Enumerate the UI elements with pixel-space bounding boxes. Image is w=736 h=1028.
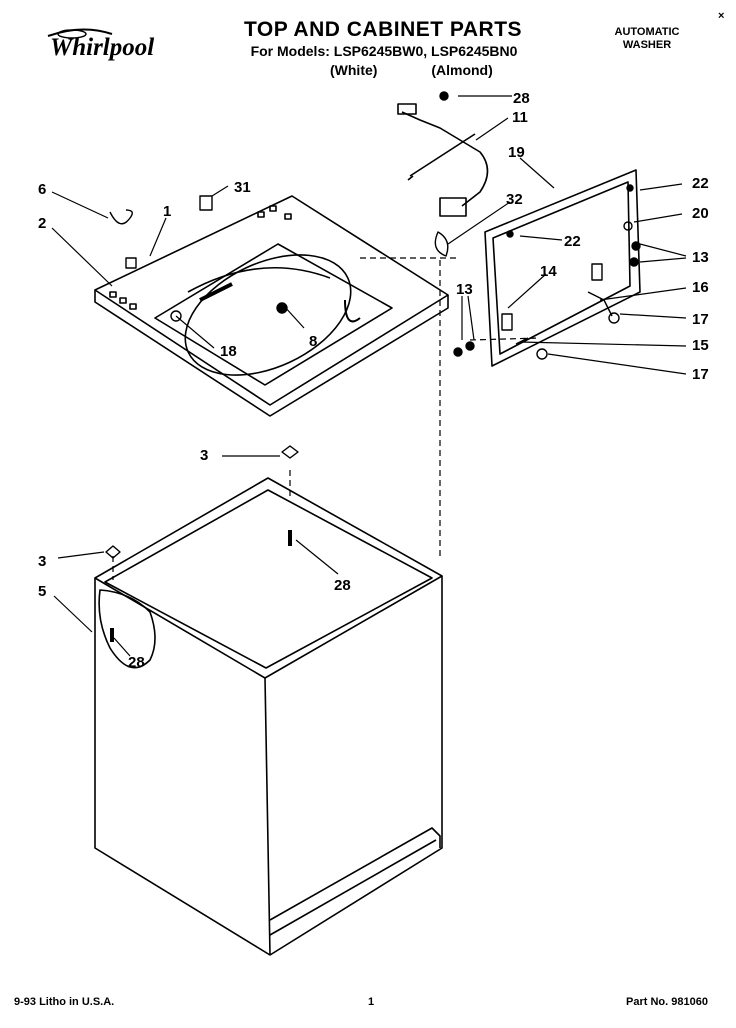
product-line-1: AUTOMATIC [614,26,680,38]
small-parts [105,91,641,642]
callout-1: 1 [163,203,171,220]
part-22b [626,184,634,192]
callout-16: 16 [692,279,709,296]
product-type: AUTOMATIC WASHER [592,26,702,52]
part-3-upper [281,445,299,459]
callout-13-right: 13 [692,249,709,266]
callout-11: 11 [512,109,528,126]
whirlpool-logo: Whirlpool [47,28,154,62]
part-14b [501,313,513,331]
color-white: (White) [330,62,378,78]
callout-28-mid: 28 [334,577,351,594]
callout-3-upper: 3 [200,447,208,464]
color-almond: (Almond) [431,62,493,78]
product-line-2: WASHER [622,39,672,51]
footer-part-number: Part No. 981060 [626,996,708,1008]
callout-31: 31 [234,179,251,196]
part-14 [591,263,603,281]
part-20 [623,221,633,231]
part-hinge-32 [434,231,449,257]
part-switch-1 [125,257,137,269]
callout-28-top: 28 [513,90,530,107]
callout-28-lower: 28 [128,654,145,671]
part-18 [170,310,182,322]
corner-mark: × [718,10,725,22]
part-clip-6 [109,209,133,225]
logo-swoosh [47,28,113,39]
callout-17-lower: 17 [692,366,709,383]
footer-litho: 9-93 Litho in U.S.A. [14,996,115,1008]
callout-labels: 6 31 1 2 8 18 28 11 19 32 22 22 20 13 14… [38,90,709,671]
callout-13-left: 13 [456,281,473,298]
callout-14: 14 [540,263,557,280]
callout-3-lower: 3 [38,553,46,570]
callout-5: 5 [38,583,46,600]
washer-top-panel [94,195,449,417]
callout-17-upper: 17 [692,311,709,328]
part-13a [631,241,641,251]
callout-32: 32 [506,191,523,208]
part-22 [506,230,514,238]
footer-page-number: 1 [368,996,375,1008]
color-labels: (White) (Almond) [330,62,530,78]
part-screw-28-top [439,91,449,101]
callout-8: 8 [309,333,317,350]
cabinet-body [94,477,443,956]
part-17b [536,348,548,360]
power-cord [397,103,489,217]
part-3-lower [105,545,121,559]
part-13b [629,257,639,267]
part-17a [608,312,620,324]
callout-6: 6 [38,181,46,198]
part-bracket-31 [199,195,213,211]
model-numbers: For Models: LSP6245BW0, LSP6245BN0 [250,43,518,59]
callout-20: 20 [692,205,709,222]
part-15 [515,337,529,345]
leader-lines [51,95,687,657]
guide-lines [112,257,541,580]
callout-18: 18 [220,343,237,360]
part-8 [276,302,288,314]
callout-22-left: 22 [564,233,581,250]
part-16 [587,291,613,317]
callout-2: 2 [38,215,46,232]
callout-22-right: 22 [692,175,709,192]
callout-19: 19 [508,144,525,161]
part-13c [453,347,463,357]
part-13d [465,341,475,351]
console-frame [407,133,641,367]
callout-15: 15 [692,337,709,354]
page-title: TOP AND CABINET PARTS [243,18,523,41]
